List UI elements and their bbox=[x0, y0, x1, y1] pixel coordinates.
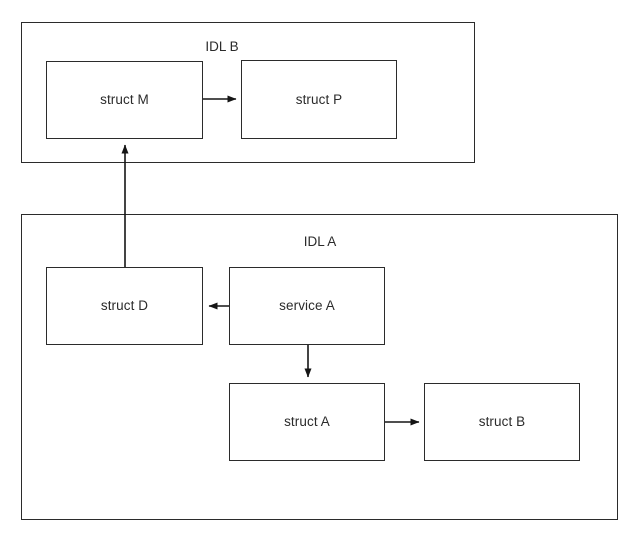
node-struct-m[interactable]: struct M bbox=[46, 61, 203, 139]
node-struct-b[interactable]: struct B bbox=[424, 383, 580, 461]
container-title-idl-a: IDL A bbox=[303, 234, 337, 249]
container-idl-a[interactable] bbox=[21, 214, 618, 520]
node-struct-p[interactable]: struct P bbox=[241, 60, 397, 139]
node-label-struct-p: struct P bbox=[295, 91, 343, 107]
node-label-struct-d: struct D bbox=[100, 298, 149, 314]
container-title-idl-b: IDL B bbox=[205, 39, 239, 54]
node-label-struct-b: struct B bbox=[478, 414, 526, 430]
node-struct-d[interactable]: struct D bbox=[46, 267, 203, 345]
node-struct-a[interactable]: struct A bbox=[229, 383, 385, 461]
node-service-a[interactable]: service A bbox=[229, 267, 385, 345]
node-label-service-a: service A bbox=[279, 298, 335, 314]
node-label-struct-m: struct M bbox=[100, 92, 149, 108]
node-label-struct-a: struct A bbox=[284, 414, 330, 430]
